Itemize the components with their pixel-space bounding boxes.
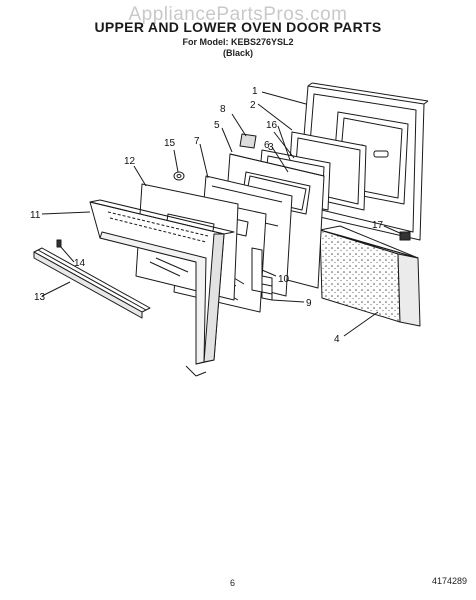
diagram-title: UPPER AND LOWER OVEN DOOR PARTS (94, 19, 382, 35)
callout-5: 5 (214, 120, 220, 131)
callout-leaders (41, 91, 403, 337)
part-door-handle (33, 247, 151, 319)
callout-4: 4 (334, 334, 340, 345)
callout-labels: 1 2 3 4 5 6 7 8 9 10 11 12 13 14 15 16 1… (30, 86, 384, 345)
part-clip (399, 231, 411, 241)
callout-16: 16 (266, 120, 278, 131)
model-label: For Model: KEBS276YSL2 (182, 37, 294, 47)
part-brace (251, 247, 263, 293)
callout-3: 3 (268, 142, 274, 153)
callout-8: 8 (220, 104, 226, 115)
callout-15: 15 (164, 138, 176, 149)
color-label: (Black) (222, 48, 253, 58)
callout-9: 9 (306, 298, 312, 309)
callout-10: 10 (278, 274, 290, 285)
part-spacer (173, 171, 185, 181)
callout-17: 17 (372, 220, 384, 231)
callout-6: 6 (264, 140, 270, 151)
watermark: AppliancePartsPros.com (128, 4, 348, 25)
part-insulation (319, 225, 421, 327)
figure-number: 4174289 (432, 576, 468, 586)
part-outer-door-frame (89, 199, 235, 377)
callout-13: 13 (34, 292, 46, 303)
callout-2: 2 (250, 100, 256, 111)
part-screw (56, 239, 62, 248)
page-number: 6 (230, 578, 236, 588)
part-small-bracket (239, 133, 257, 149)
callout-7: 7 (194, 136, 200, 147)
callout-11: 11 (30, 210, 41, 221)
callout-14: 14 (74, 258, 86, 269)
callout-1: 1 (252, 86, 258, 97)
part-hinge-bracket (261, 275, 273, 301)
callout-12: 12 (124, 156, 136, 167)
